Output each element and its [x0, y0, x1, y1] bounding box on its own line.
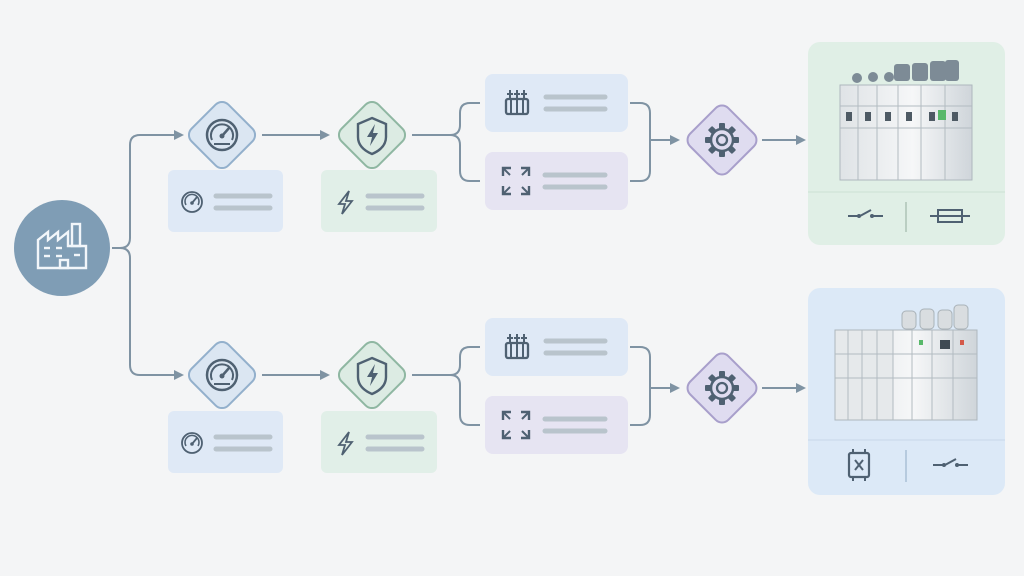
meter-card-top — [168, 170, 283, 232]
arrowheads — [174, 130, 806, 393]
control-node-top[interactable] — [684, 102, 760, 178]
switchgear-panel-top[interactable] — [808, 42, 1005, 245]
protection-node-bottom[interactable] — [335, 338, 409, 412]
switchgear-cabinet-image — [834, 304, 978, 421]
meter-node-bottom[interactable] — [185, 338, 259, 412]
gear-icon — [703, 121, 741, 159]
gear-icon — [703, 369, 741, 407]
transformer-card-bottom[interactable] — [485, 318, 628, 376]
protection-node-top[interactable] — [335, 98, 409, 172]
switchgear-panel-bottom[interactable] — [808, 288, 1005, 495]
protection-card-top — [321, 170, 437, 232]
sensor-card-bottom[interactable] — [485, 396, 628, 454]
protection-card-bottom — [321, 411, 437, 473]
meter-node-top[interactable] — [185, 98, 259, 172]
factory-icon — [36, 222, 88, 270]
control-node-bottom[interactable] — [684, 350, 760, 426]
switchgear-cabinet-image — [839, 60, 973, 181]
transformer-card-top[interactable] — [485, 74, 628, 132]
power-plant-node[interactable] — [14, 200, 110, 296]
meter-card-bottom — [168, 411, 283, 473]
sensor-card-top[interactable] — [485, 152, 628, 210]
